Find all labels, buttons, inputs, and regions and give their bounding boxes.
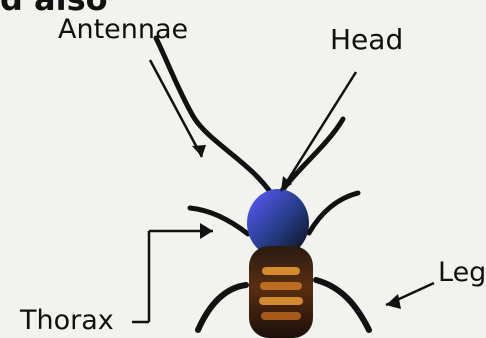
thorax-segment-4: [261, 312, 301, 320]
left-antenna: [156, 38, 273, 196]
cockroach-thorax: [249, 246, 313, 338]
thorax-segment-1: [262, 267, 300, 275]
thorax-segment-3: [259, 297, 303, 305]
right-front-leg: [309, 193, 358, 233]
label-antennae: Antennae: [58, 16, 188, 43]
left-mid-leg: [198, 285, 246, 330]
thorax-pointer-arrowhead: [200, 223, 213, 239]
antennae-pointer-arrowhead: [192, 145, 206, 157]
label-legs: Leg: [438, 259, 486, 286]
antennae-pointer-line: [150, 60, 202, 157]
right-antenna: [281, 119, 343, 192]
legs-pointer-arrowhead: [386, 294, 401, 309]
label-thorax: Thorax: [20, 307, 114, 334]
thorax-segment-2: [260, 282, 302, 290]
right-mid-leg: [316, 280, 369, 330]
head-pointer-line: [281, 72, 356, 191]
label-head: Head: [330, 26, 403, 54]
